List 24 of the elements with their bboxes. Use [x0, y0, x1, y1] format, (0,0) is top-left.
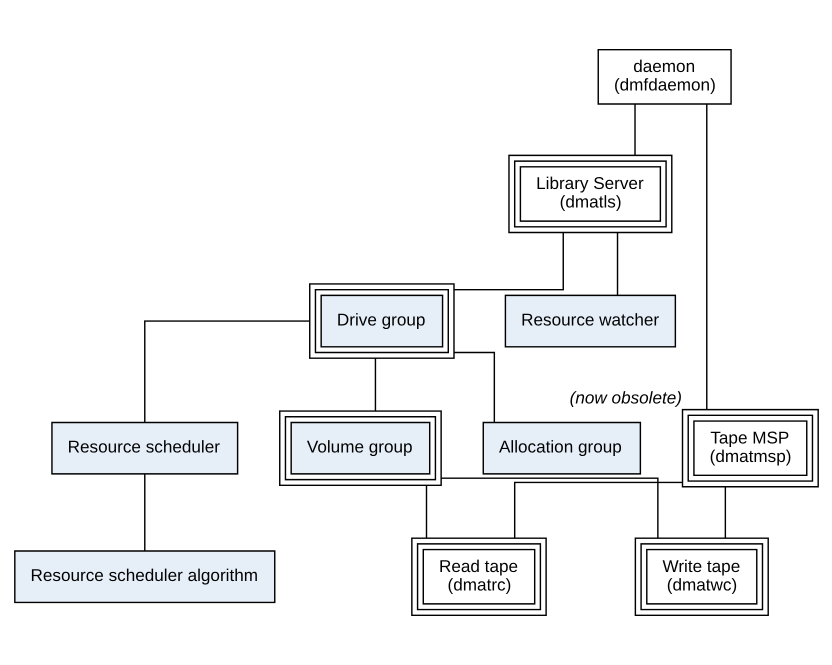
- node-box: Allocation group: [482, 422, 641, 475]
- connector: [454, 352, 495, 422]
- node-box: Tape MSP (dmatmsp): [681, 408, 818, 488]
- connector: [454, 232, 564, 290]
- connector: [440, 477, 658, 538]
- node-box: Volume group: [278, 410, 442, 486]
- node-box: Read tape (dmatrc): [410, 537, 546, 616]
- connector: [513, 482, 682, 538]
- connector: [706, 104, 707, 410]
- node-box: Resource scheduler algorithm: [14, 550, 275, 604]
- node-box: Library Server (dmatls): [508, 154, 672, 234]
- node-box: Drive group: [308, 283, 454, 359]
- node-box: Resource scheduler: [50, 422, 238, 475]
- connector: [144, 320, 309, 422]
- connector: [374, 358, 376, 411]
- node-box: Write tape (dmatwc): [634, 537, 768, 616]
- connector: [616, 232, 618, 296]
- node-box: daemon (dmfdaemon): [597, 49, 732, 105]
- connector: [634, 104, 636, 155]
- node-box: Resource watcher: [504, 294, 676, 348]
- connector: [425, 485, 427, 538]
- node-label: (now obsolete): [569, 387, 682, 408]
- connector: [724, 486, 726, 538]
- connector: [144, 474, 145, 551]
